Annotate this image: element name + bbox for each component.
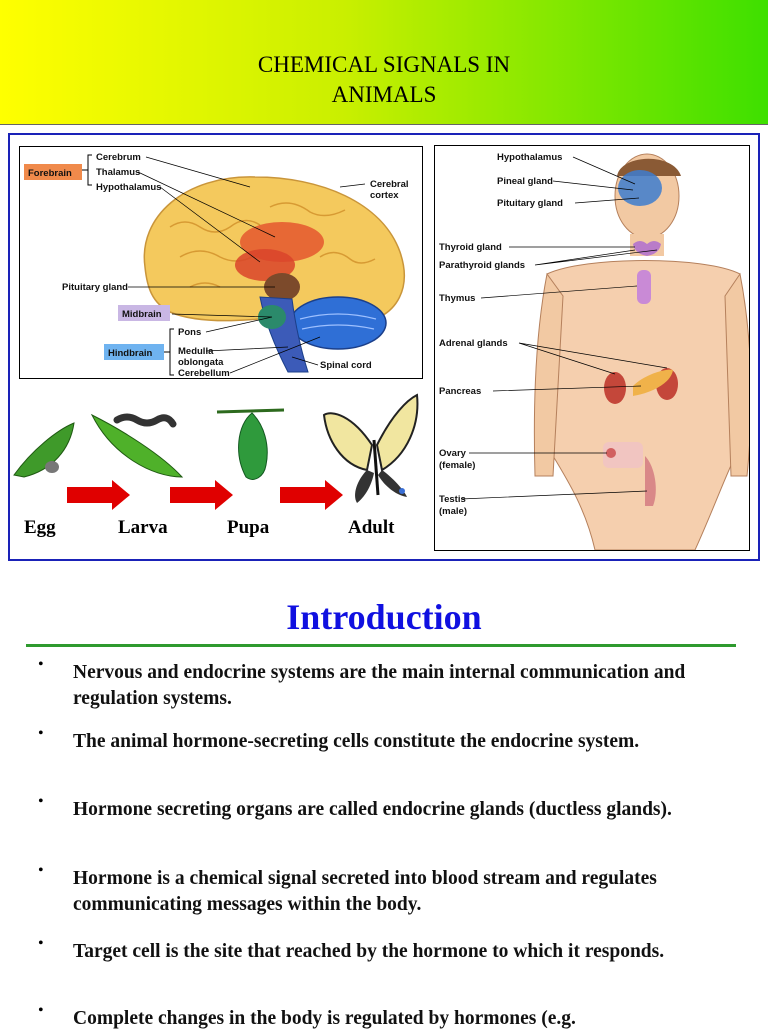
pancreas-label: Pancreas (439, 386, 481, 397)
stage-pupa-label: Pupa (227, 517, 270, 538)
brain-diagram: Forebrain Cerebrum Thalamus Hypothalamus… (19, 146, 423, 379)
metamorphosis-illustration: Egg Larva Pupa Adult (13, 393, 419, 538)
bullet-text: Nervous and endocrine systems are the ma… (73, 662, 686, 709)
adrenal-label: Adrenal glands (439, 338, 508, 349)
spinal-cord-label: Spinal cord (320, 360, 372, 371)
pons-label: Pons (178, 327, 201, 338)
body-hypothalamus-label: Hypothalamus (497, 152, 562, 163)
bullet-text: The animal hormone-secreting cells const… (73, 731, 640, 752)
thymus-label: Thymus (439, 293, 475, 304)
oblongata-label: oblongata (178, 357, 224, 368)
bullet-marker: • (38, 1002, 44, 1019)
cerebral-label: Cerebral (370, 179, 409, 190)
bullet-marker: • (38, 793, 44, 810)
stage-egg-label: Egg (24, 517, 56, 538)
thalamus-label: Thalamus (96, 167, 140, 178)
hypothalamus-label: Hypothalamus (96, 182, 161, 193)
hindbrain-label: Hindbrain (108, 348, 153, 359)
endocrine-body-illustration: Hypothalamus Pineal gland Pituitary glan… (439, 152, 749, 550)
forebrain-label: Forebrain (28, 168, 72, 179)
slide-title-line-1: CHEMICAL SIGNALS IN (257, 52, 511, 77)
section-divider (26, 644, 736, 647)
midbrain-label: Midbrain (122, 309, 162, 320)
cerebrum-label: Cerebrum (96, 152, 141, 163)
ovary-female-label: (female) (439, 460, 475, 471)
figure-frame: Forebrain Cerebrum Thalamus Hypothalamus… (8, 133, 760, 561)
bullet-marker: • (38, 656, 44, 673)
slide-title-line-2: ANIMALS (331, 82, 437, 107)
cerebellum-label: Cerebellum (178, 368, 230, 378)
thyroid-label: Thyroid gland (439, 242, 502, 253)
body-pituitary-label: Pituitary gland (497, 198, 563, 209)
section-title: Introduction (286, 597, 482, 637)
bullet-text: Complete changes in the body is regulate… (73, 1008, 576, 1029)
bullet-marker: • (38, 935, 44, 952)
bullet-marker: • (38, 862, 44, 879)
pineal-gland-label: Pineal gland (497, 176, 553, 187)
bullet-text: Hormone is a chemical signal secreted in… (73, 868, 657, 915)
brain-illustration: Forebrain Cerebrum Thalamus Hypothalamus… (24, 152, 409, 378)
testis-label: Testis (439, 494, 466, 505)
stage-adult-label: Adult (348, 517, 395, 538)
bullet-marker: • (38, 725, 44, 742)
endocrine-body-diagram: Hypothalamus Pineal gland Pituitary glan… (434, 145, 750, 551)
bullet-text: Hormone secreting organs are called endo… (73, 799, 672, 820)
stage-larva-label: Larva (118, 517, 168, 538)
cortex-label: cortex (370, 190, 399, 201)
metamorphosis-diagram: Egg Larva Pupa Adult (12, 385, 424, 553)
parathyroid-label: Parathyroid glands (439, 260, 525, 271)
bullet-text: Target cell is the site that reached by … (73, 941, 665, 962)
testis-male-label: (male) (439, 506, 467, 517)
slide-title: CHEMICAL SIGNALS IN ANIMALS (0, 50, 768, 110)
medulla-label: Medulla (178, 346, 214, 357)
pituitary-label: Pituitary gland (62, 282, 128, 293)
ovary-label: Ovary (439, 448, 467, 459)
title-banner: CHEMICAL SIGNALS IN ANIMALS (0, 0, 768, 125)
